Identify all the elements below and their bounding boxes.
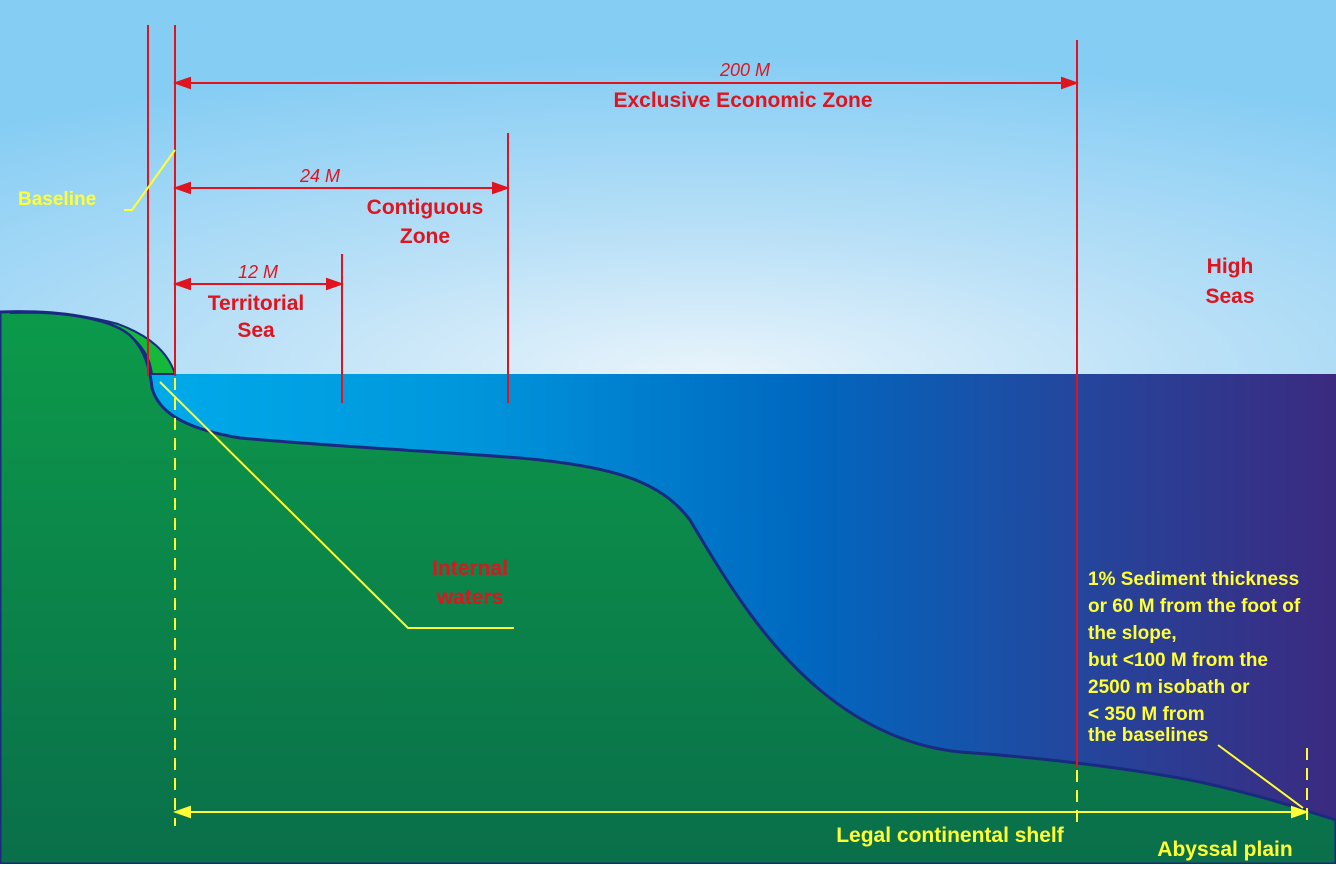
abyssal-plain-label: Abyssal plain xyxy=(1157,838,1292,861)
shelf-note: 1% Sediment thickness or 60 M from the f… xyxy=(1088,569,1301,746)
legal-shelf-label: Legal continental shelf xyxy=(836,824,1065,847)
high-seas-line2: Seas xyxy=(1205,285,1254,308)
contiguous-label-line1: Contiguous xyxy=(367,196,484,219)
internal-waters-line1: Internal xyxy=(432,557,508,580)
territorial-distance: 12 M xyxy=(238,262,278,282)
contiguous-arrow xyxy=(173,181,510,195)
shelf-note-line: 2500 m isobath or xyxy=(1088,677,1250,698)
baseline-leader xyxy=(124,149,176,211)
internal-waters-line2: waters xyxy=(436,586,504,609)
shelf-note-line: < 350 M from xyxy=(1088,704,1205,725)
baseline-label: Baseline xyxy=(18,189,96,210)
shelf-note-line: 1% Sediment thickness xyxy=(1088,569,1299,590)
contiguous-distance: 24 M xyxy=(299,166,340,186)
eez-label: Exclusive Economic Zone xyxy=(613,89,872,112)
seabed-land xyxy=(0,310,1336,866)
shelf-note-line: the baselines xyxy=(1088,725,1208,746)
territorial-arrow xyxy=(173,277,344,291)
eez-arrow xyxy=(173,76,1079,90)
territorial-label-line1: Territorial xyxy=(208,292,304,315)
shelf-note-line: or 60 M from the foot of xyxy=(1088,596,1301,617)
shelf-note-line: the slope, xyxy=(1088,623,1177,644)
contiguous-label-line2: Zone xyxy=(400,225,450,248)
territorial-label-line2: Sea xyxy=(237,319,275,342)
high-seas-line1: High xyxy=(1207,255,1254,278)
internal-waters-leader xyxy=(159,381,514,629)
legal-shelf-arrow xyxy=(173,805,1309,819)
shelf-note-leader xyxy=(1217,744,1304,809)
shelf-note-line: but <100 M from the xyxy=(1088,650,1268,671)
eez-distance: 200 M xyxy=(719,60,770,80)
